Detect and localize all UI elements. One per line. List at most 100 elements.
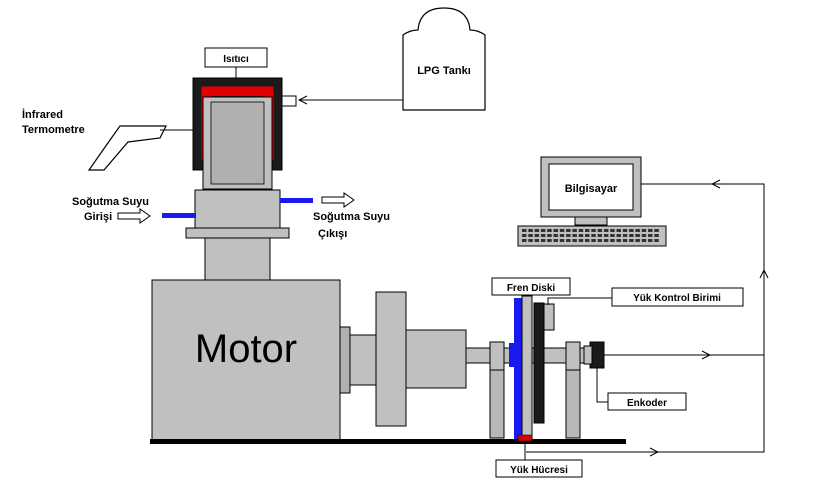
keyboard-key (641, 229, 647, 232)
keyboard-key (603, 234, 609, 237)
keyboard-key (572, 234, 577, 237)
cooling-out-label-1: Soğutma Suyu (313, 211, 390, 223)
keyboard-key (522, 229, 527, 232)
keyboard-key (654, 239, 659, 242)
keyboard-key (553, 239, 558, 242)
keyboard-key (578, 239, 584, 242)
keyboard-key (616, 239, 621, 242)
keyboard-key (591, 229, 596, 232)
signal-bus (658, 184, 765, 453)
keyboard-key (629, 239, 634, 242)
keyboard-key (591, 239, 596, 242)
keyboard-key (553, 234, 558, 237)
keyboard-key (578, 234, 584, 237)
computer: Bilgisayar (517, 156, 667, 247)
gas-inlet-nozzle (281, 95, 297, 107)
keyboard-key (654, 229, 659, 232)
keyboard-key (522, 239, 527, 242)
keyboard-key (547, 229, 552, 232)
lpg-tank: LPG Tankı (402, 7, 486, 111)
keyboard-key (547, 234, 552, 237)
computer-label: Bilgisayar (565, 183, 618, 195)
load-cell-label: Yük Hücresi (510, 465, 568, 476)
keyboard-key (572, 229, 577, 232)
keyboard-key (629, 229, 634, 232)
keyboard-key (610, 229, 615, 232)
keyboard-key (635, 234, 640, 237)
bearing-support-right (565, 341, 581, 439)
encoder (583, 341, 605, 369)
keyboard-key (566, 239, 571, 242)
heater-label: Isıtıcı (223, 54, 249, 65)
motor-label: Motor (195, 327, 297, 371)
infrared-label-2: Termometre (22, 124, 85, 136)
keyboard-key (610, 234, 615, 237)
keyboard-key (616, 229, 621, 232)
keyboard-key (534, 239, 540, 242)
keyboard-key (622, 229, 628, 232)
keyboard-key (559, 234, 565, 237)
keyboard-key (603, 229, 609, 232)
keyboard-key (534, 229, 540, 232)
cooling-in-label-1: Soğutma Suyu (72, 196, 149, 208)
keyboard-key (622, 239, 628, 242)
load-control-label-box (611, 287, 744, 307)
keyboard-key (585, 234, 590, 237)
keyboard-key (603, 239, 609, 242)
keyboard-key (641, 234, 647, 237)
keyboard-key (648, 234, 653, 237)
infrared-thermometer: İnfrared Termometre (22, 108, 193, 171)
lpg-tank-label: LPG Tankı (417, 65, 471, 77)
keyboard-key (540, 239, 546, 242)
keyboard-key (566, 229, 571, 232)
brake-disc (509, 295, 555, 440)
load-control-label: Yük Kontrol Birimi (633, 293, 721, 304)
cylinder (185, 96, 290, 281)
keyboard-key (648, 229, 653, 232)
infrared-label-1: İnfrared (22, 108, 63, 121)
cooling-out-label-2: Çıkışı (318, 228, 347, 240)
keyboard-key (629, 234, 634, 237)
keyboard-key (591, 234, 596, 237)
load-cell (517, 434, 533, 442)
cooling-in-label-2: Girişi (84, 211, 112, 223)
brake-disc-label-box (491, 277, 571, 296)
keyboard-key (616, 234, 621, 237)
keyboard-key (578, 229, 584, 232)
keyboard-key (572, 239, 577, 242)
keyboard-key (585, 239, 590, 242)
keyboard-key (559, 239, 565, 242)
encoder-label-box (607, 392, 687, 411)
base-plate (150, 439, 626, 444)
keyboard-key (528, 229, 533, 232)
keyboard-key (641, 239, 647, 242)
keyboard-key (635, 239, 640, 242)
keyboard-key (540, 234, 546, 237)
cooling-in-arrow (117, 208, 151, 224)
brake-disc-label: Fren Diski (507, 283, 556, 294)
keyboard-keys (522, 229, 659, 242)
motor: Motor (151, 279, 599, 443)
keyboard-key (534, 234, 540, 237)
load-cell-label-box (495, 459, 583, 478)
keyboard-key (540, 229, 546, 232)
keyboard-key (610, 239, 615, 242)
keyboard-key (585, 229, 590, 232)
keyboard-key (566, 234, 571, 237)
keyboard-key (553, 229, 558, 232)
cooling-water-inlet-pipe (162, 213, 196, 218)
keyboard-key (547, 239, 552, 242)
keyboard-key (635, 229, 640, 232)
keyboard-key (597, 239, 603, 242)
keyboard-key (648, 239, 653, 242)
keyboard-key (559, 229, 565, 232)
bearing-support-left (489, 341, 505, 439)
keyboard-key (654, 234, 659, 237)
cooling-out-arrow (321, 192, 355, 208)
cooling-jacket (194, 189, 281, 229)
keyboard-key (597, 229, 603, 232)
flywheel (375, 291, 407, 427)
keyboard-key (597, 234, 603, 237)
keyboard-key (622, 234, 628, 237)
